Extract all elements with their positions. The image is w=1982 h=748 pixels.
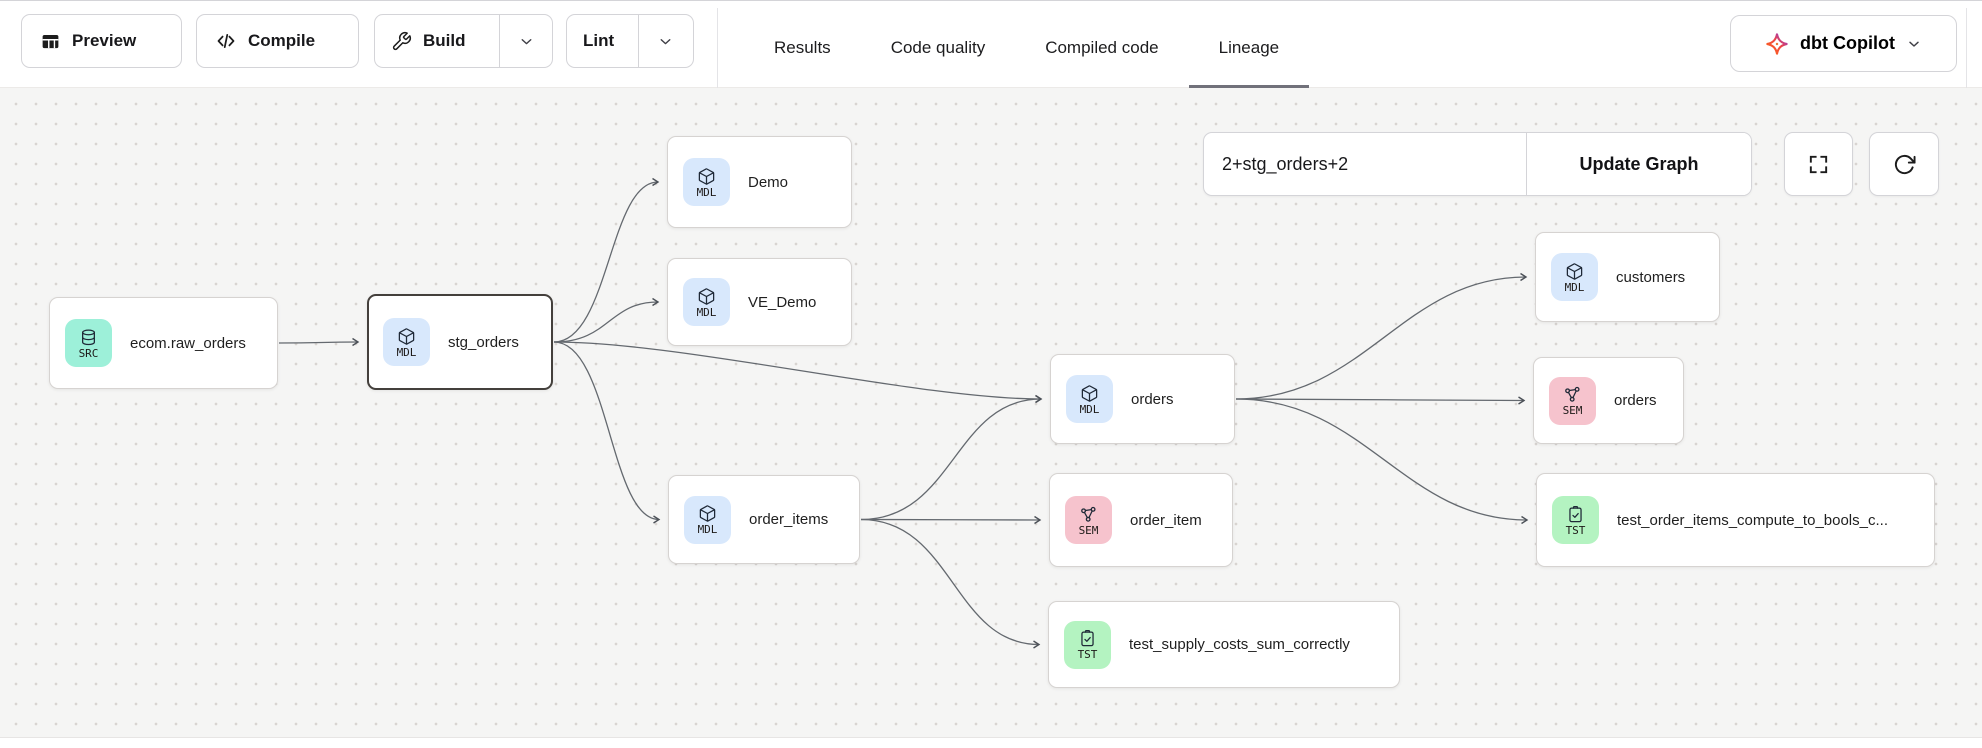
lineage-node-ve_demo[interactable]: MDL VE_Demo: [667, 258, 852, 346]
refresh-button[interactable]: [1869, 132, 1939, 196]
preview-button[interactable]: Preview: [21, 14, 182, 68]
lint-label: Lint: [583, 31, 615, 50]
chevron-down-icon: [1909, 41, 1919, 47]
dbt-copilot-button[interactable]: dbt Copilot: [1730, 15, 1957, 72]
database-icon: SRC: [65, 319, 112, 367]
lineage-node-order_items[interactable]: MDL order_items: [668, 475, 860, 564]
lineage-node-test_order_items[interactable]: TST test_order_items_compute_to_bools_c..…: [1536, 473, 1935, 567]
lineage-node-label: customers: [1616, 268, 1686, 286]
compile-label: Compile: [248, 31, 316, 50]
build-dropdown-button[interactable]: [499, 15, 552, 67]
chevron-down-icon: [660, 38, 671, 44]
tab-label: Results: [774, 38, 831, 57]
fullscreen-button[interactable]: [1784, 132, 1853, 196]
tab-label: Compiled code: [1045, 38, 1159, 57]
lineage-node-customers[interactable]: MDL customers: [1535, 232, 1720, 322]
cube-icon: MDL: [1066, 375, 1113, 423]
lineage-node-raw_orders[interactable]: SRC ecom.raw_orders: [49, 297, 278, 389]
tab-results[interactable]: Results: [744, 8, 861, 88]
tab-label: Lineage: [1218, 38, 1280, 57]
cube-icon: MDL: [683, 158, 730, 206]
code-icon: [217, 33, 235, 49]
build-button[interactable]: Build: [375, 15, 499, 67]
preview-label: Preview: [72, 31, 137, 50]
lineage-node-stg_orders[interactable]: MDL stg_orders: [367, 294, 553, 390]
lineage-node-label: test_order_items_compute_to_bools_c...: [1617, 511, 1888, 529]
lint-dropdown-button[interactable]: [637, 15, 693, 67]
maximize-icon: [1809, 155, 1828, 173]
wrench-icon: [392, 31, 411, 50]
lineage-node-label: orders: [1131, 390, 1174, 408]
lineage-edges: [278, 177, 1529, 649]
lineage-node-label: test_supply_costs_sum_correctly: [1129, 636, 1350, 653]
result-tabs: Results Code quality Compiled code Linea…: [744, 8, 1309, 88]
lineage-node-label: order_items: [749, 511, 829, 528]
dbt-copilot-icon: [1766, 32, 1788, 55]
lineage-node-label: VE_Demo: [748, 293, 817, 311]
lint-button-group: Lint: [566, 14, 694, 68]
lineage-node-label: orders: [1614, 392, 1657, 409]
compile-button[interactable]: Compile: [196, 14, 359, 68]
lint-button[interactable]: Lint: [567, 15, 638, 67]
network-icon: SEM: [1549, 376, 1596, 425]
clipboard-check-icon: TST: [1064, 620, 1111, 669]
cube-icon: MDL: [684, 495, 731, 544]
lineage-node-label: order_item: [1130, 511, 1202, 529]
lineage-node-label: stg_orders: [448, 333, 519, 351]
editor-bottom-strip: [0, 0, 1982, 8]
clipboard-check-icon: TST: [1552, 496, 1599, 544]
cube-icon: MDL: [683, 278, 730, 326]
lineage-node-test_supply[interactable]: TST test_supply_costs_sum_correctly: [1048, 601, 1400, 688]
tab-label: Code quality: [890, 38, 986, 57]
toolbar: Preview Compile Build Lint: [0, 8, 1982, 88]
network-icon: SEM: [1065, 496, 1112, 544]
refresh-icon: [1894, 154, 1916, 174]
chevron-down-icon: [521, 38, 532, 44]
dbt-copilot-label: dbt Copilot: [1800, 33, 1895, 53]
bottom-strip: [0, 737, 1982, 748]
lineage-selector: Update Graph: [1203, 132, 1752, 196]
tab-compiled-code[interactable]: Compiled code: [1015, 8, 1188, 88]
build-label: Build: [423, 31, 466, 50]
cube-icon: MDL: [383, 318, 430, 366]
lineage-node-orders_mdl[interactable]: MDL orders: [1050, 354, 1235, 444]
selector-input[interactable]: [1204, 133, 1526, 195]
table-icon: [42, 34, 59, 48]
update-graph-button[interactable]: Update Graph: [1526, 133, 1751, 195]
lineage-node-demo[interactable]: MDL Demo: [667, 136, 852, 228]
lineage-node-order_item_sem[interactable]: SEM order_item: [1049, 473, 1233, 567]
build-button-group: Build: [374, 14, 553, 68]
lineage-node-orders_sem[interactable]: SEM orders: [1533, 357, 1684, 444]
lineage-node-label: Demo: [748, 173, 789, 191]
cube-icon: MDL: [1551, 253, 1598, 301]
tab-lineage[interactable]: Lineage: [1188, 8, 1310, 88]
tab-code-quality[interactable]: Code quality: [861, 8, 1016, 88]
lineage-canvas[interactable]: Update Graph SRCecom.raw_ordersMDLstg_or…: [0, 88, 1982, 737]
toolbar-divider: [717, 8, 718, 88]
lineage-node-label: ecom.raw_orders: [130, 334, 246, 352]
toolbar-divider-right: [1966, 8, 1967, 88]
